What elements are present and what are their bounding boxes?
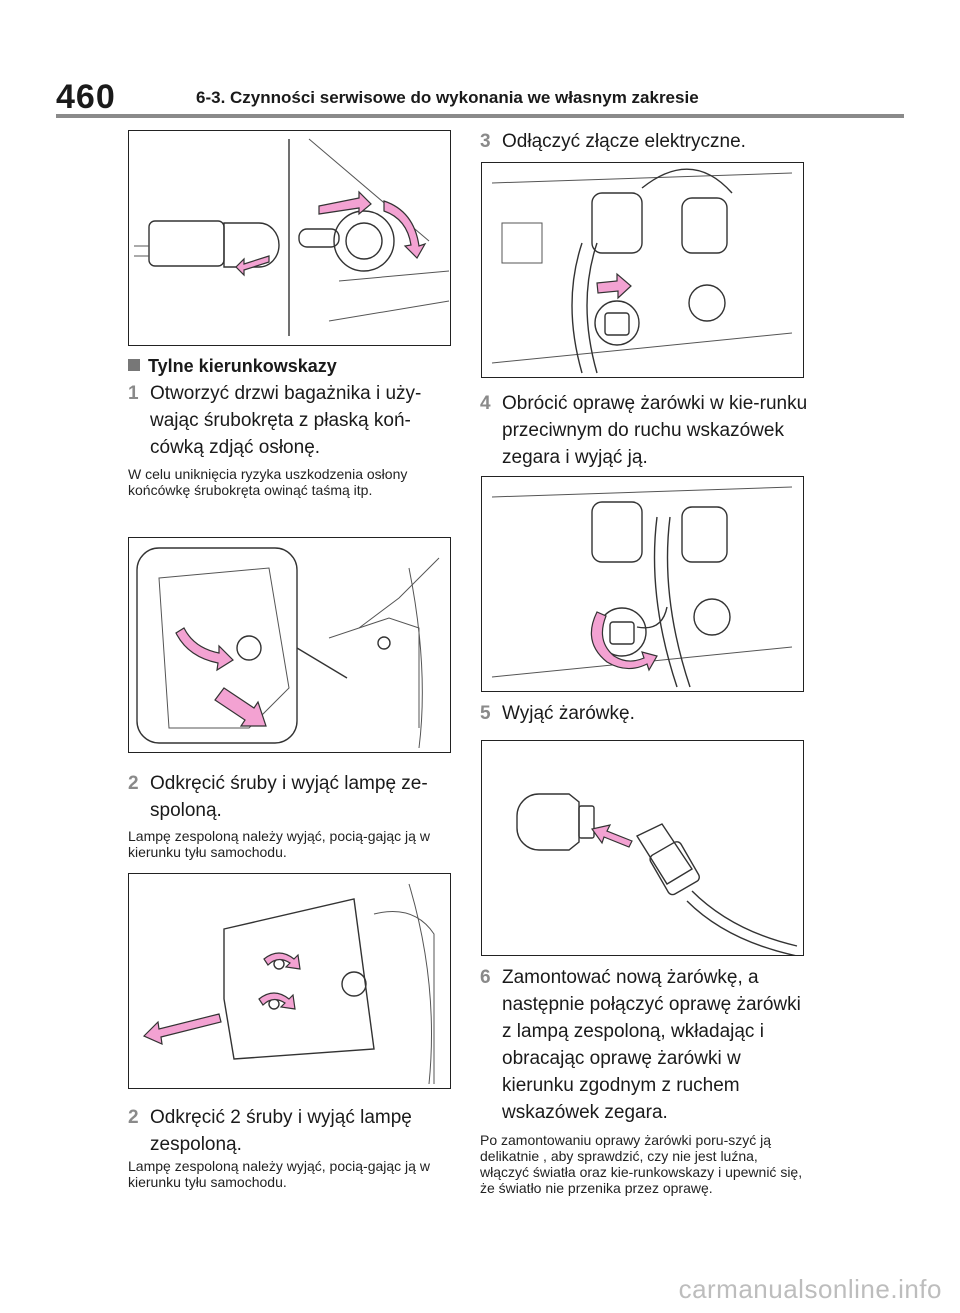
note-2a: Lampę zespoloną należy wyjąć, pocią-gają…	[128, 828, 430, 860]
step-number: 2	[128, 773, 139, 794]
figure-cover-removal-drawing	[136, 547, 440, 749]
figure-cover-removal	[128, 537, 451, 753]
step-2a: 2 Odkręcić śruby i wyjąć lampę ze-spolon…	[128, 770, 453, 824]
step-number: 6	[480, 967, 491, 988]
note-1: W celu uniknięcia ryzyka uszkodzenia osł…	[128, 466, 408, 498]
watermark: carmanualsonline.info	[678, 1274, 942, 1304]
step-text: Obrócić oprawę żarówki w kie-runku przec…	[502, 393, 808, 468]
figure-rotate-socket	[481, 476, 804, 692]
section-title-text: Tylne kierunkowskazy	[148, 356, 337, 376]
step-text: Zamontować nową żarówkę, a następnie poł…	[502, 967, 801, 1123]
step-text: Odkręcić śruby i wyjąć lampę ze-spoloną.	[150, 773, 428, 821]
step-number: 5	[480, 703, 491, 724]
step-number: 4	[480, 393, 491, 414]
step-text: Otworzyć drzwi bagażnika i uży-wając śru…	[150, 383, 422, 458]
step-text: Odkręcić 2 śruby i wyjąć lampę zespoloną…	[150, 1107, 412, 1155]
step-number: 1	[128, 383, 139, 404]
page-number: 460	[56, 78, 116, 116]
step-number: 3	[480, 131, 491, 152]
section-square-icon	[128, 359, 140, 371]
step-text: Odłączyć złącze elektryczne.	[502, 131, 746, 152]
page-header: 460 6-3. Czynności serwisowe do wykonani…	[56, 70, 904, 116]
step-6: 6 Zamontować nową żarówkę, a następnie p…	[480, 964, 810, 1126]
figure-bulb-removal-drawing	[516, 793, 798, 955]
figure-connector-drawing	[491, 168, 793, 374]
figure-lamp-screws	[128, 873, 451, 1089]
section-title: Tylne kierunkowskazy	[128, 356, 337, 377]
figure-socket-rotate	[128, 130, 451, 346]
header-rule	[56, 114, 904, 118]
figure-socket-rotate-drawing	[134, 138, 450, 336]
step-5: 5 Wyjąć żarówkę.	[480, 700, 810, 727]
step-3: 3 Odłączyć złącze elektryczne.	[480, 128, 810, 155]
figure-connector	[481, 162, 804, 378]
figure-bulb-removal	[481, 740, 804, 956]
step-number: 2	[128, 1107, 139, 1128]
chapter-title: 6-3. Czynności serwisowe do wykonania we…	[196, 88, 699, 107]
step-2b: 2 Odkręcić 2 śruby i wyjąć lampę zespolo…	[128, 1104, 453, 1158]
step-1: 1 Otworzyć drzwi bagażnika i uży-wając ś…	[128, 380, 453, 461]
note-2b: Lampę zespoloną należy wyjąć, pocią-gają…	[128, 1158, 430, 1190]
step-4: 4 Obrócić oprawę żarówki w kie-runku prz…	[480, 390, 810, 471]
figure-rotate-socket-drawing	[491, 486, 793, 688]
note-6: Po zamontowaniu oprawy żarówki poru-szyć…	[480, 1132, 803, 1196]
step-text: Wyjąć żarówkę.	[502, 703, 635, 724]
figure-lamp-screws-drawing	[142, 883, 435, 1085]
